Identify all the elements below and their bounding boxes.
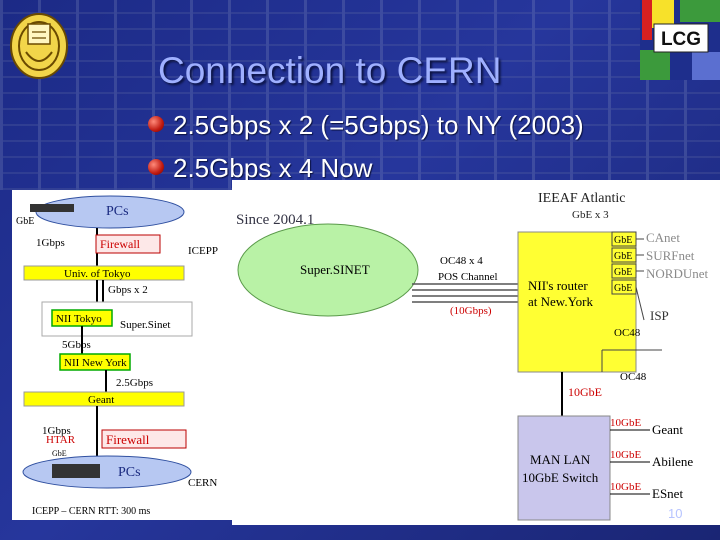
router-label-line2: at New.York — [528, 294, 594, 309]
firewall-top-box — [95, 234, 161, 254]
canet-label: CAnet — [646, 230, 680, 245]
gbe-port-4: GbE — [614, 283, 632, 294]
gbe-top-label: GbE — [16, 216, 34, 227]
firewall-bottom-box — [101, 429, 187, 449]
super-sinet-label: Super.Sinet — [120, 319, 170, 331]
lcg-logo-text: LCG — [661, 29, 701, 50]
bullet-item-2: 2.5Gbps x 4 Now — [148, 153, 372, 184]
oc48-label-2: OC48 — [620, 371, 647, 383]
router-label-line1: NII's router — [528, 278, 588, 293]
gbe-port-1: GbE — [614, 235, 632, 246]
nii-newyork-label: NII New York — [64, 357, 127, 369]
manlan-label-line1: MAN LAN — [530, 452, 591, 467]
ieeaf-label: IEEAF Atlantic — [538, 191, 626, 206]
background-rack-photo — [0, 0, 720, 190]
tengbe-out-3: 10GbE — [610, 481, 641, 493]
server-rack-icon — [30, 204, 74, 212]
pos-channel-label: POS Channel — [438, 271, 498, 283]
tengbe-link-label: 10GbE — [568, 385, 602, 399]
university-crest-logo — [10, 13, 68, 79]
link-1gbps-bottom-label: 1Gbps — [42, 425, 71, 437]
bandwidth-label: (10Gbps) — [450, 305, 492, 317]
surfnet-label: SURFnet — [646, 248, 695, 263]
page-number: 10 — [668, 506, 683, 521]
right-network-diagram: Since 2004.1 IEEAF Atlantic GbE x 3 Supe… — [232, 180, 720, 525]
left-network-diagram: GbE PCs 1Gbps Firewall ICEPP Univ. of To… — [12, 190, 232, 520]
icepp-label: ICEPP — [188, 245, 218, 257]
bullet-text-1: 2.5Gbps x 2 (=5Gbps) to NY (2003) — [173, 110, 584, 140]
nii-newyork-box — [59, 353, 131, 371]
cern-label: CERN — [188, 477, 217, 489]
link-5gbps-label: 5Gbps — [62, 339, 91, 351]
oc48-x4-label: OC48 x 4 — [440, 255, 483, 267]
tengbe-out-1: 10GbE — [610, 417, 641, 429]
geant-dest-label: Geant — [652, 422, 683, 437]
isp-label: ISP — [650, 308, 669, 323]
gbps-x2-label: Gbps x 2 — [108, 284, 148, 296]
oc48-label: OC48 — [614, 327, 641, 339]
tengbe-out-2: 10GbE — [610, 449, 641, 461]
htar-label: HTAR — [46, 434, 76, 446]
lcg-logo: LCG — [640, 0, 720, 80]
univ-tokyo-label: Univ. of Tokyo — [64, 268, 131, 280]
pcs-bottom-label: PCs — [118, 465, 141, 480]
nii-tokyo-label: NII Tokyo — [56, 313, 102, 325]
link-25gbps-label: 2.5Gbps — [116, 377, 153, 389]
bullet-text-2: 2.5Gbps x 4 Now — [173, 153, 373, 183]
gbe-port-3: GbE — [614, 267, 632, 278]
server-rack-icon-bottom — [52, 464, 100, 478]
pcs-top-label: PCs — [106, 204, 129, 219]
link-1gbps-top-label: 1Gbps — [36, 237, 65, 249]
rtt-note: ICEPP – CERN RTT: 300 ms — [32, 506, 150, 517]
firewall-top-label: Firewall — [100, 237, 141, 251]
gbe-bottom-label: GbE — [52, 449, 67, 458]
bullet-item-1: 2.5Gbps x 2 (=5Gbps) to NY (2003) — [148, 110, 584, 141]
gbe-port-2: GbE — [614, 251, 632, 262]
since-label: Since 2004.1 — [236, 212, 314, 228]
esnet-dest-label: ESnet — [652, 486, 683, 501]
bullet-icon — [148, 116, 164, 132]
bullet-icon — [148, 159, 164, 175]
manlan-label-line2: 10GbE Switch — [522, 470, 599, 485]
slide-title: Connection to CERN — [158, 50, 502, 91]
gbe-x3-label: GbE x 3 — [572, 209, 609, 221]
pcs-cloud-bottom — [22, 455, 192, 489]
super-sinet-cloud — [237, 223, 419, 317]
manlan-switch-box — [517, 415, 611, 521]
geant-label: Geant — [88, 394, 114, 406]
super-sinet-cloud-label: Super.SINET — [300, 262, 370, 277]
abilene-dest-label: Abilene — [652, 454, 693, 469]
nordunet-label: NORDUnet — [646, 266, 708, 281]
geant-bar — [23, 391, 185, 407]
firewall-bottom-label: Firewall — [106, 432, 150, 447]
